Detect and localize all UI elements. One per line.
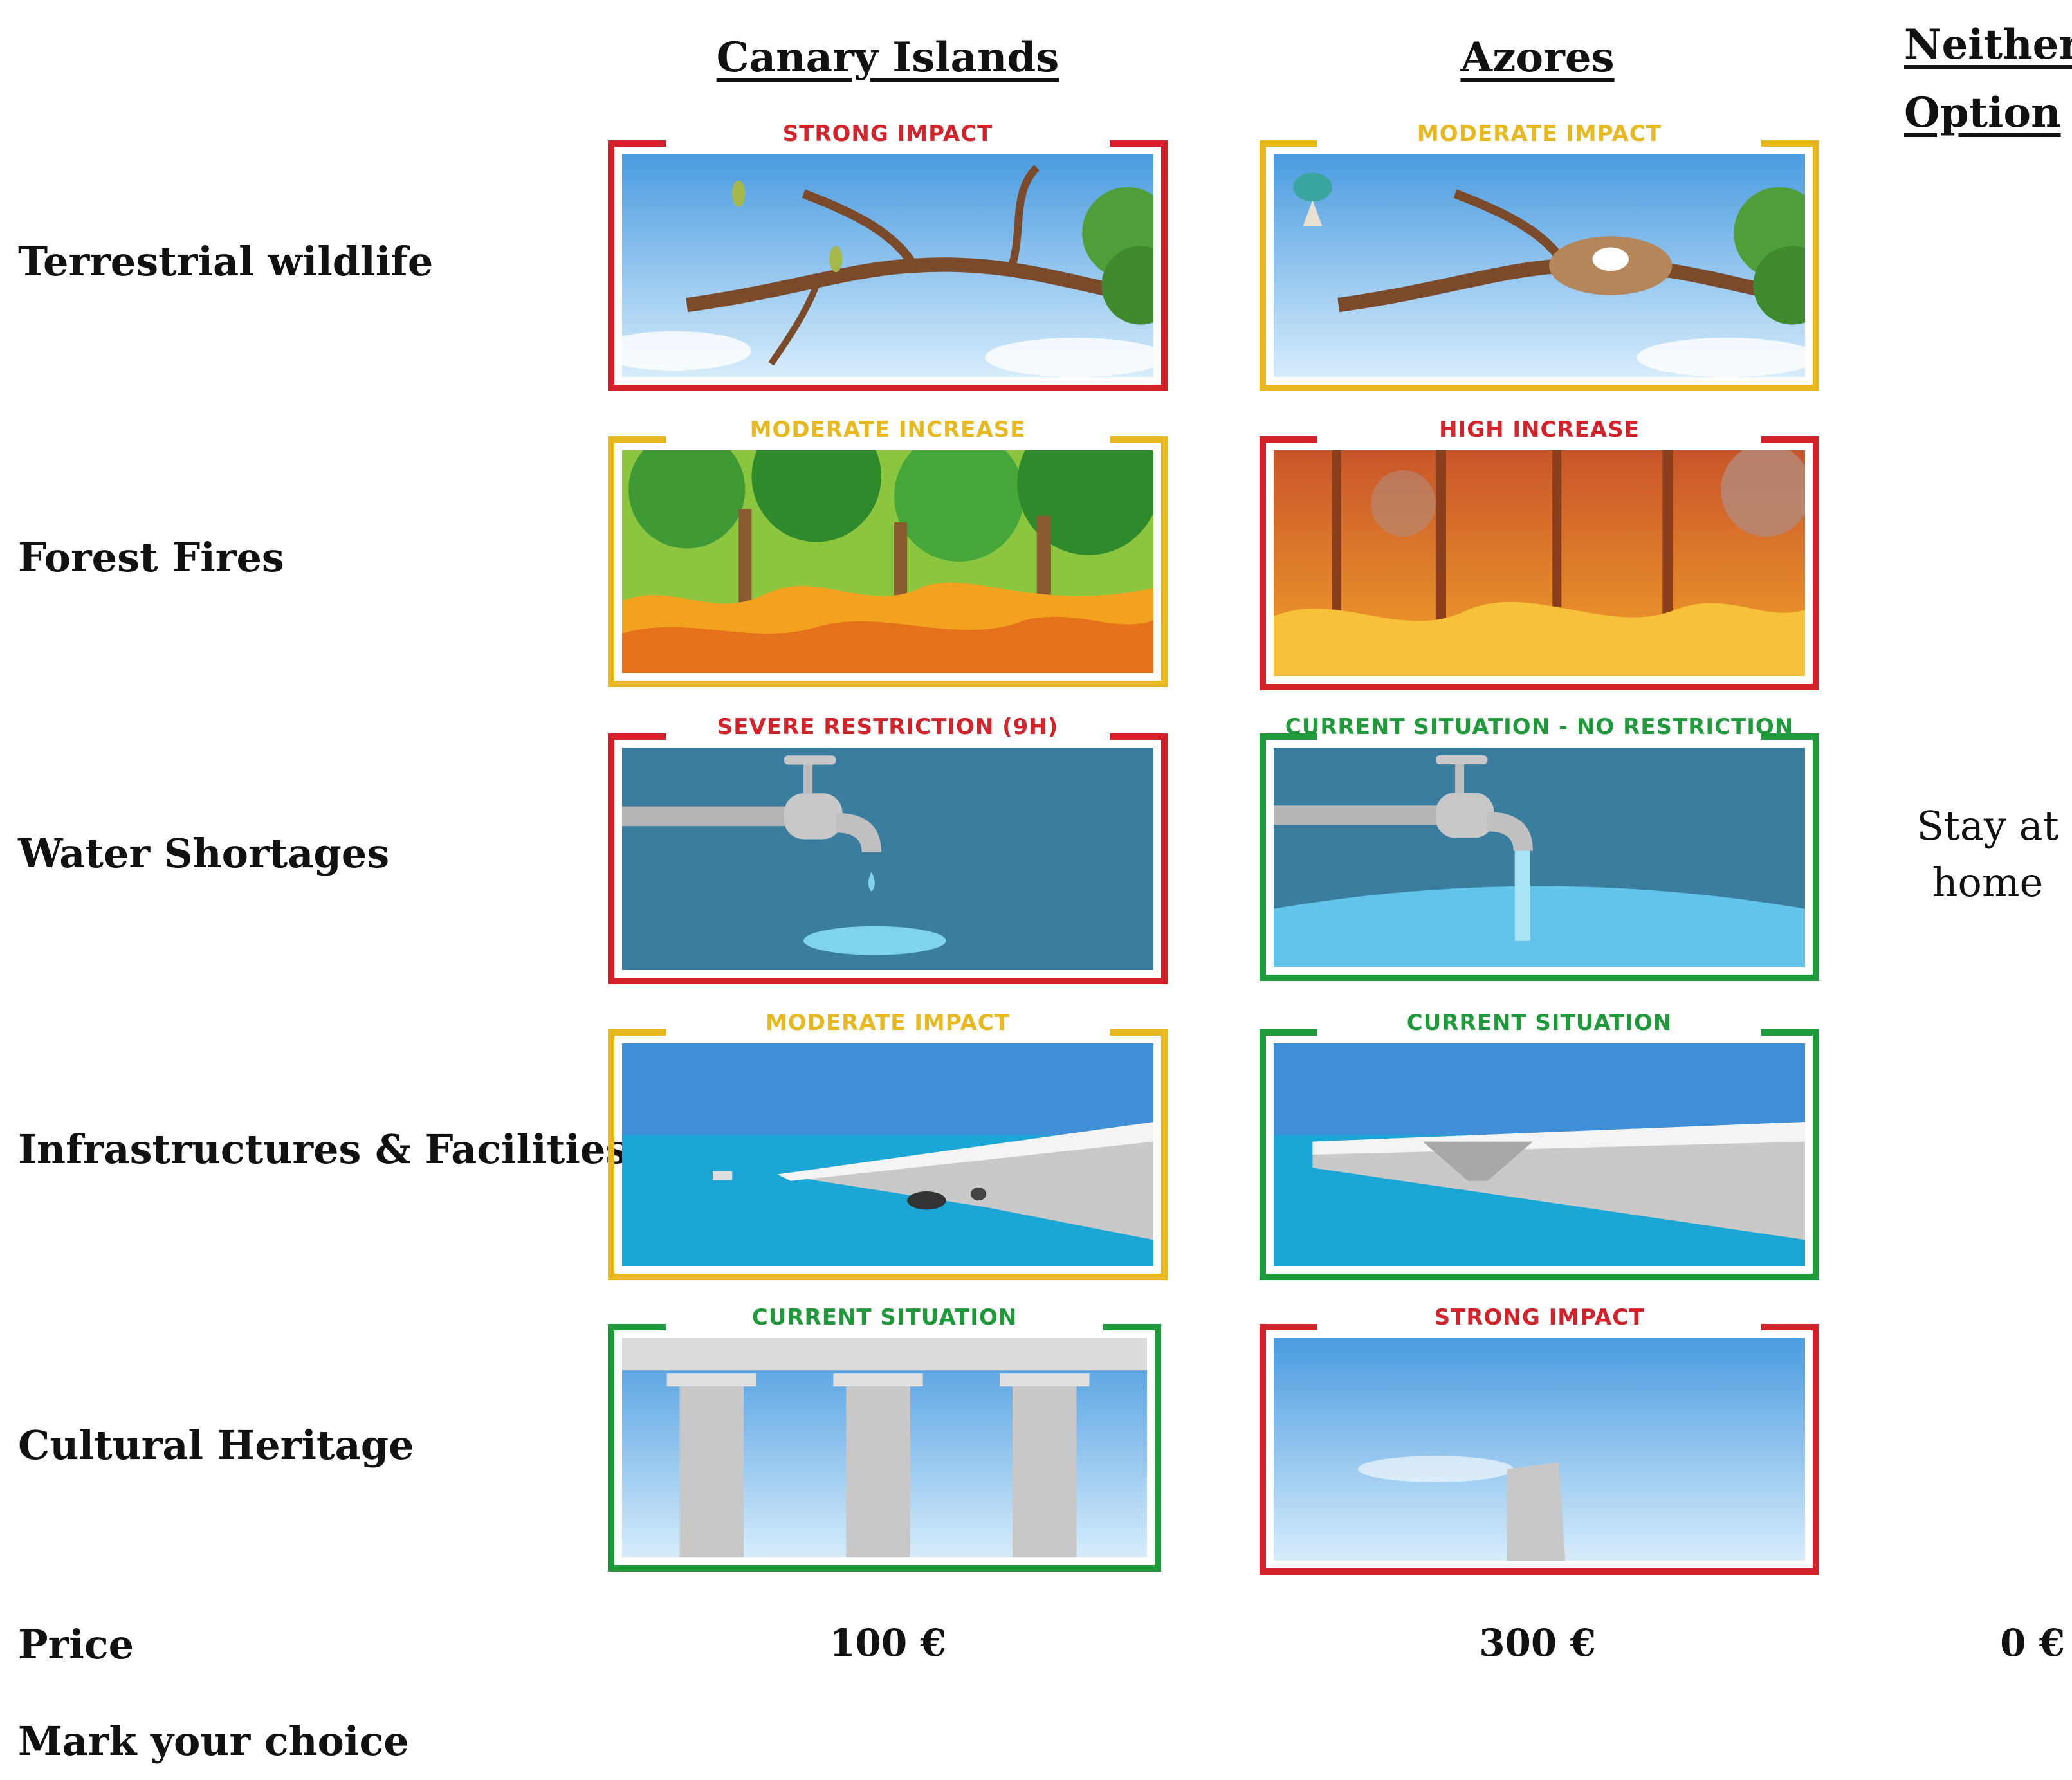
row-label-water-shortages: Water Shortages [18,830,390,877]
burning-forest-illustration [1274,450,1805,676]
level-label: MODERATE INCREASE [749,417,1026,443]
level-label: CURRENT SITUATION [1406,1010,1673,1036]
level-label: MODERATE IMPACT [765,1010,1011,1036]
row-label-cultural-heritage: Cultural Heritage [18,1422,414,1469]
branch-with-nest-illustration [1274,154,1805,377]
level-label: CURRENT SITUATION [751,1305,1018,1330]
intact-columns-illustration [622,1338,1147,1557]
card-azores-water: CURRENT SITUATION - NO RESTRICTION [1260,714,1819,981]
dripping-tap-illustration [622,748,1153,970]
row-label-infrastructures: Infrastructures & Facilities [18,1126,628,1173]
column-header-azores: Azores [1460,33,1615,82]
price-canary: 100 € [829,1621,946,1665]
level-label: STRONG IMPACT [1434,1305,1645,1330]
column-header-neither: Neither Option [1866,9,2072,149]
green-forest-fire-illustration [622,450,1153,673]
neither-option-text: Stay at home [1904,798,2071,911]
stay-line2: home [1932,859,2044,906]
intact-promenade-illustration [1274,1043,1805,1266]
card-azores-heritage: STRONG IMPACT [1260,1305,1819,1575]
level-label: CURRENT SITUATION - NO RESTRICTION [1285,714,1794,740]
stay-line1: Stay at [1916,802,2059,849]
card-azores-wildlife: MODERATE IMPACT [1260,121,1819,391]
running-tap-illustration [1274,748,1805,967]
card-canary-wildlife: STRONG IMPACT [608,121,1168,391]
neither-header-line1: Neither [1904,21,2072,69]
level-label: SEVERE RESTRICTION (9H) [717,714,1059,740]
column-header-canary: Canary Islands [716,33,1059,82]
card-canary-heritage: CURRENT SITUATION [608,1305,1161,1572]
price-azores: 300 € [1479,1621,1596,1665]
row-label-terrestrial-wildlife: Terrestrial wildlife [18,238,434,285]
card-canary-water: SEVERE RESTRICTION (9H) [608,714,1168,984]
card-canary-infrastructure: MODERATE IMPACT [608,1010,1168,1280]
card-azores-infrastructure: CURRENT SITUATION [1260,1010,1819,1280]
level-label: HIGH INCREASE [1439,417,1640,443]
price-neither: 0 € [2000,1621,2065,1665]
broken-column-illustration [1274,1338,1805,1561]
bare-branch-illustration [622,154,1153,377]
row-label-forest-fires: Forest Fires [18,534,284,581]
card-canary-fires: MODERATE INCREASE [608,417,1168,687]
level-label: MODERATE IMPACT [1416,121,1662,147]
price-label: Price [18,1621,134,1668]
level-label: STRONG IMPACT [782,121,993,147]
card-azores-fires: HIGH INCREASE [1260,417,1819,690]
mark-choice-label: Mark your choice [18,1718,409,1765]
neither-header-line2: Option [1904,89,2061,137]
damaged-promenade-illustration [622,1043,1153,1266]
